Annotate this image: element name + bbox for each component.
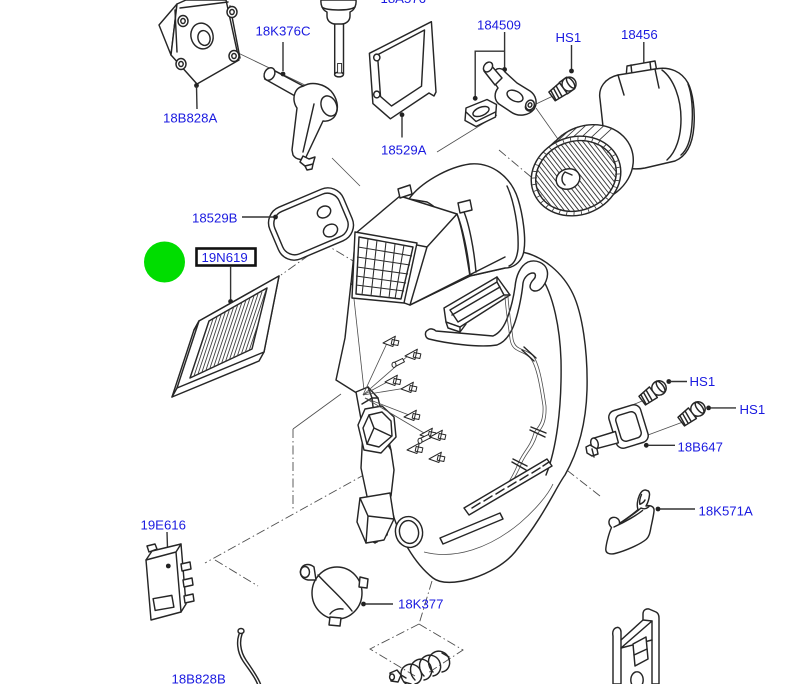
svg-text:18K376C: 18K376C (256, 24, 311, 39)
svg-text:18K571A: 18K571A (699, 504, 753, 519)
svg-text:18529B: 18529B (192, 211, 238, 226)
svg-text:18B828A: 18B828A (163, 111, 217, 126)
svg-text:HS1: HS1 (690, 374, 716, 389)
svg-text:HS1: HS1 (740, 402, 766, 417)
svg-text:18B828B: 18B828B (172, 672, 226, 685)
svg-text:18A576: 18A576 (381, 0, 426, 6)
svg-text:19E616: 19E616 (141, 518, 186, 533)
svg-text:19N619: 19N619 (202, 250, 248, 265)
svg-text:184509: 184509 (477, 18, 521, 33)
svg-text:18529A: 18529A (381, 143, 427, 158)
svg-text:18K377: 18K377 (398, 597, 443, 612)
svg-text:18B647: 18B647 (678, 440, 723, 455)
svg-text:HS1: HS1 (556, 30, 582, 45)
svg-text:18456: 18456 (621, 27, 658, 42)
